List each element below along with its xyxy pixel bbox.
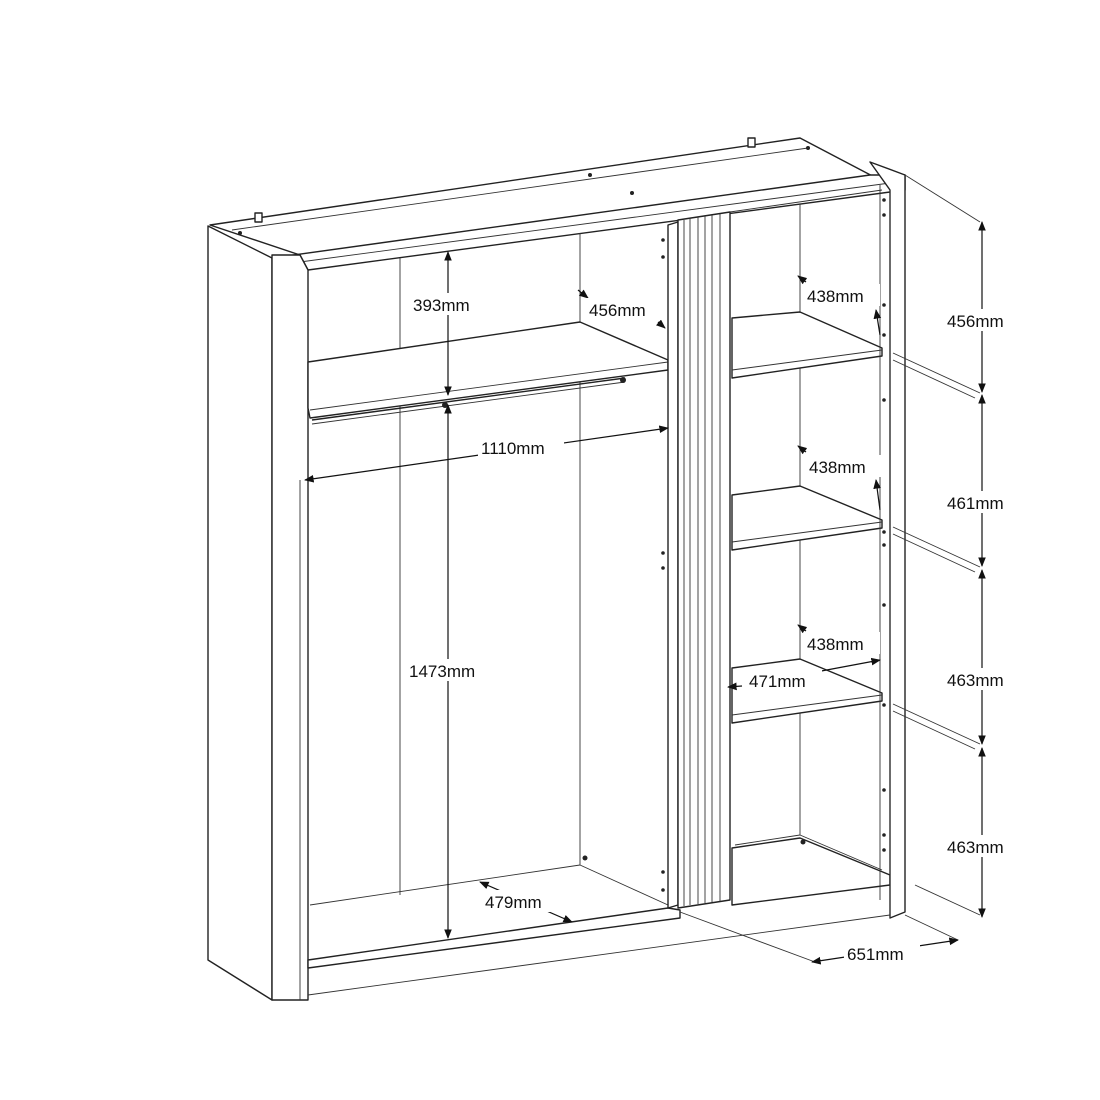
label-463mm-2: 463mm — [947, 838, 1004, 857]
sliding-door-profile — [677, 211, 731, 909]
label-651mm: 651mm — [847, 945, 904, 964]
right-bottom-panel — [731, 837, 891, 906]
label-463mm-1: 463mm — [947, 671, 1004, 690]
label-461mm: 461mm — [947, 494, 1004, 513]
dimension-labels: 393mm 456mm 1110mm 1473mm 479mm 651mm 43… — [406, 284, 1021, 964]
right-shelf-1 — [731, 311, 883, 379]
left-side-panel — [207, 225, 273, 1001]
left-top-shelf — [307, 321, 669, 419]
middle-divider — [582, 221, 679, 909]
label-471mm: 471mm — [749, 672, 806, 691]
left-section-back — [309, 233, 669, 906]
label-479mm: 479mm — [485, 893, 542, 912]
label-1110mm: 1110mm — [481, 439, 545, 458]
left-bottom-panel — [307, 907, 681, 969]
label-438mm-3: 438mm — [807, 635, 864, 654]
wall-brackets — [254, 137, 756, 223]
label-456mm-shelf: 456mm — [589, 301, 646, 320]
left-front-frame — [271, 254, 309, 1001]
label-438mm-1: 438mm — [807, 287, 864, 306]
extension-lines — [679, 174, 981, 963]
right-side-frame — [800, 161, 906, 919]
label-1473mm: 1473mm — [409, 662, 475, 681]
label-438mm-2: 438mm — [809, 458, 866, 477]
label-393mm: 393mm — [413, 296, 470, 315]
label-456mm-right: 456mm — [947, 312, 1004, 331]
right-shelf-2 — [731, 485, 883, 551]
